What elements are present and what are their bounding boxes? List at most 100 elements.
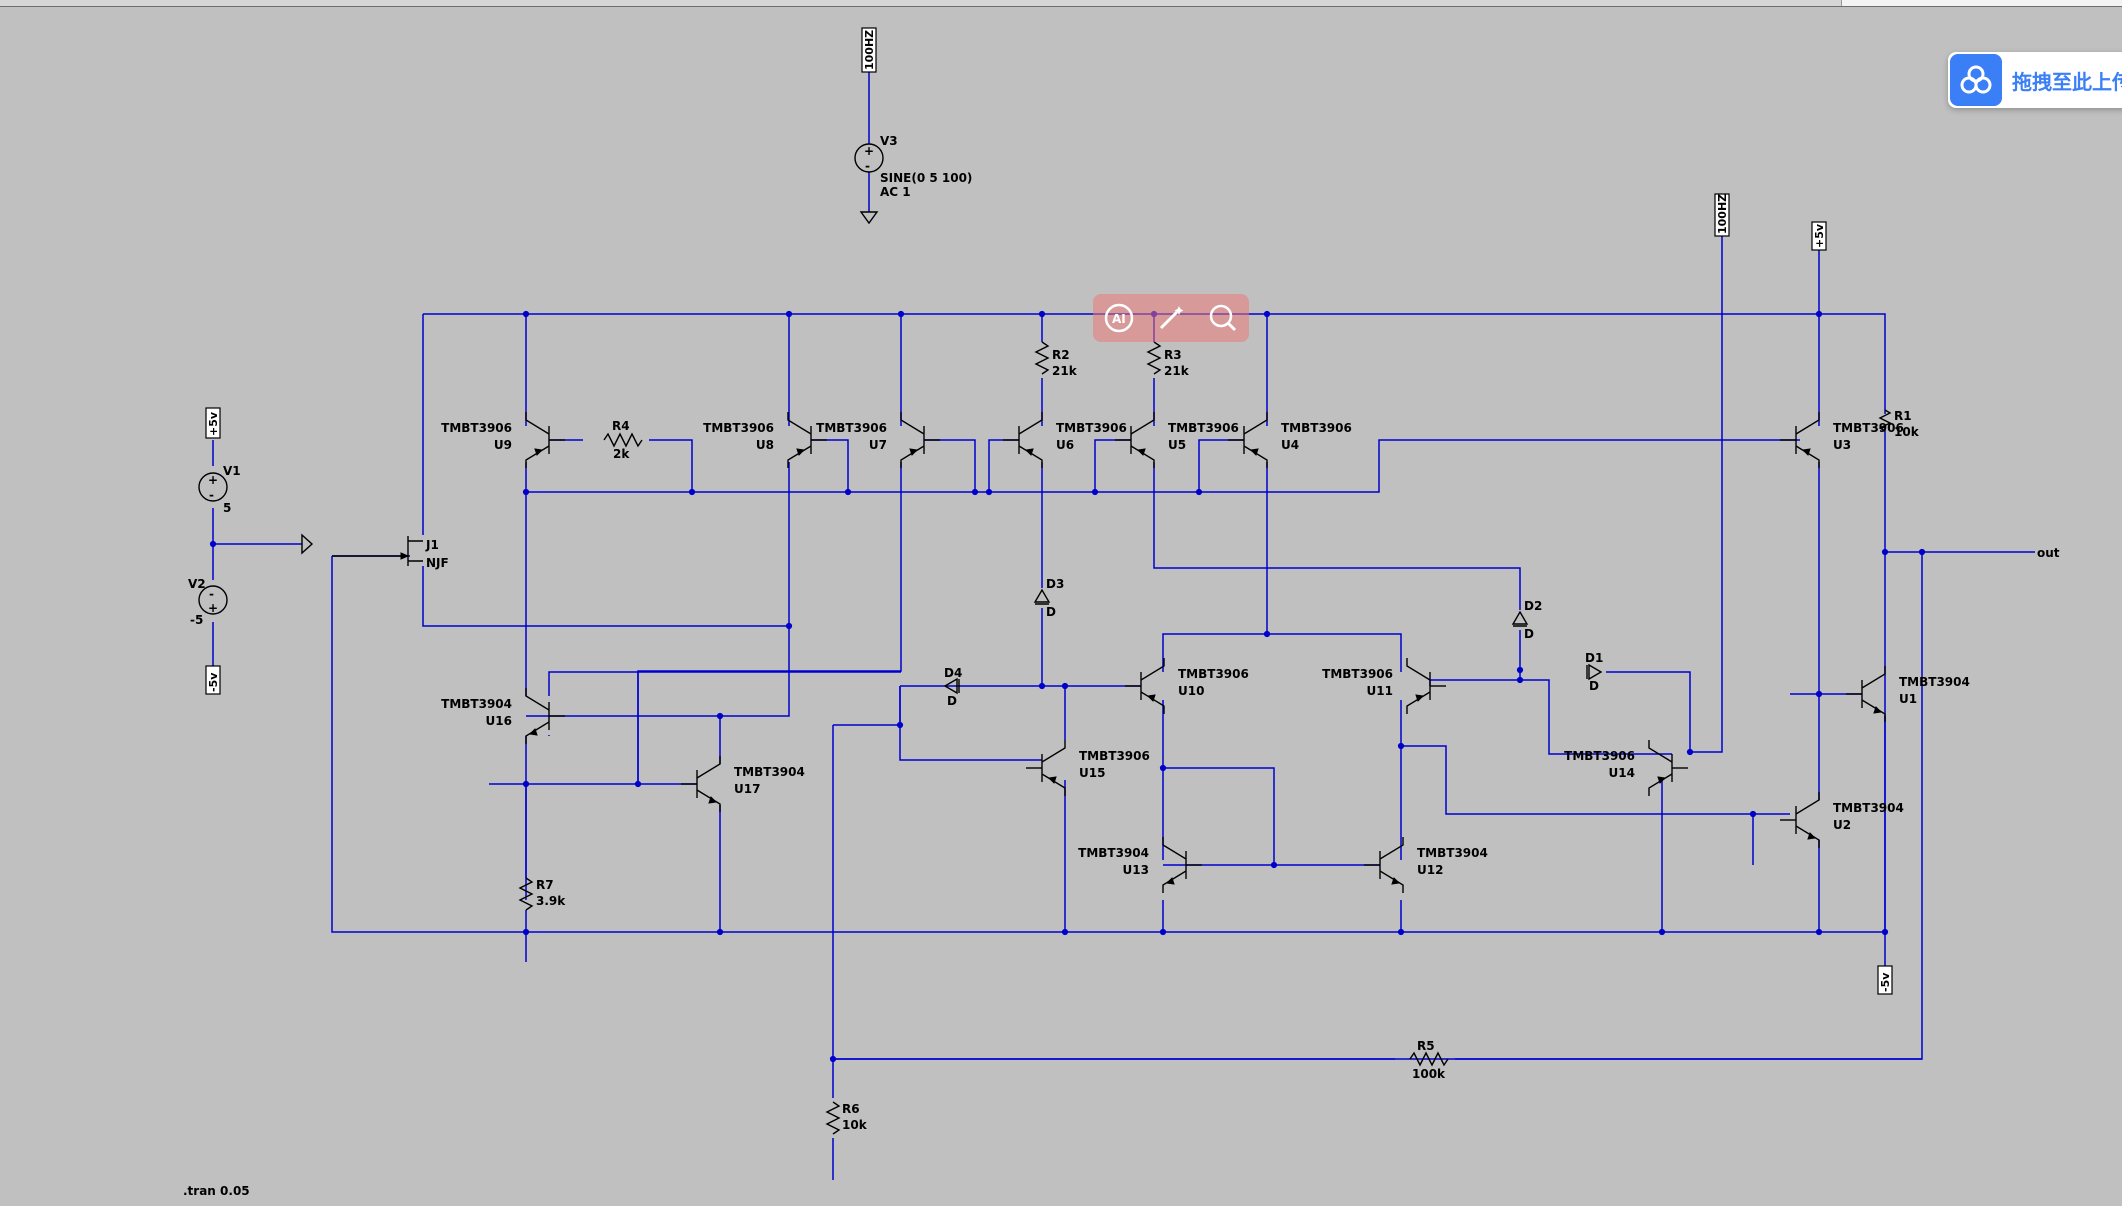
svg-text:D: D (1046, 605, 1056, 619)
svg-text:J1: J1 (425, 538, 439, 552)
svg-text:2k: 2k (613, 447, 630, 461)
upload-dropzone[interactable]: 拖拽至此上传 (1948, 52, 2122, 108)
upload-label: 拖拽至此上传 (2012, 69, 2122, 94)
u16-name: U16 (486, 714, 512, 728)
resistor-r3[interactable]: R3 21k (1146, 341, 1190, 378)
resistor-r2[interactable]: R2 21k (1034, 341, 1078, 378)
svg-text:D2: D2 (1524, 599, 1542, 613)
wires (212, 72, 2035, 1180)
voltage-source-v3[interactable]: + - V3 SINE(0 5 100) AC 1 (854, 134, 972, 225)
resistor-r1[interactable]: R1 10k (1878, 409, 1920, 439)
u7-model: TMBT3906 (816, 421, 887, 435)
svg-text:+5v: +5v (1813, 223, 1826, 248)
svg-text:-5v: -5v (207, 672, 220, 692)
u11-model: TMBT3906 (1322, 667, 1393, 681)
ground-icon (859, 211, 879, 225)
voltage-source-v1[interactable]: + - V1 5 (198, 464, 241, 515)
u12-model: TMBT3904 (1417, 846, 1488, 860)
u11-name: U11 (1367, 684, 1393, 698)
svg-text:100HZ: 100HZ (1716, 194, 1729, 234)
svg-text:100HZ: 100HZ (863, 30, 876, 70)
resistor-r5[interactable]: R5 100k (1409, 1039, 1449, 1081)
svg-text:-: - (209, 488, 214, 502)
diode-d1[interactable]: D1 D (1585, 651, 1603, 693)
net-flag-minus5-right[interactable]: -5v (1877, 965, 1893, 995)
u4-model: TMBT3906 (1281, 421, 1352, 435)
junction-dots (209, 310, 1926, 1063)
u4-name: U4 (1281, 438, 1299, 452)
resistor-r6[interactable]: R6 10k (825, 1101, 868, 1135)
net-flag-plus5-right[interactable]: +5v (1811, 221, 1827, 251)
search-icon[interactable] (1204, 299, 1242, 337)
svg-text:R2: R2 (1052, 348, 1070, 362)
u9-model: TMBT3906 (441, 421, 512, 435)
svg-text:+: + (864, 144, 874, 158)
resistor-r7[interactable]: R7 3.9k (518, 877, 566, 911)
u15-model: TMBT3906 (1079, 749, 1150, 763)
net-flag-100hz-top[interactable]: 100HZ (861, 27, 877, 73)
v2-value: -5 (190, 613, 203, 627)
v3-value1: SINE(0 5 100) (880, 171, 972, 185)
net-flag-100hz-right[interactable]: 100HZ (1714, 193, 1730, 237)
svg-text:21k: 21k (1164, 364, 1190, 378)
svg-text:R5: R5 (1417, 1039, 1435, 1053)
u10-model: TMBT3906 (1178, 667, 1249, 681)
window-top-bar-right (1841, 0, 2122, 6)
svg-text:21k: 21k (1052, 364, 1078, 378)
jfet-j1[interactable]: J1 NJF (332, 536, 449, 570)
ai-chat-icon[interactable]: AI (1100, 299, 1138, 337)
ai-floating-toolbar: AI (1093, 294, 1249, 342)
u1-name: U1 (1899, 692, 1917, 706)
svg-text:D: D (1524, 627, 1534, 641)
u14-name: U14 (1609, 766, 1635, 780)
diode-d2[interactable]: D2 D (1511, 599, 1542, 641)
svg-text:-: - (209, 587, 214, 601)
u15-name: U15 (1079, 766, 1105, 780)
u8-name: U8 (756, 438, 774, 452)
u16-model: TMBT3904 (441, 697, 512, 711)
voltage-source-v2[interactable]: - + V2 -5 (188, 577, 228, 627)
u2-model: TMBT3904 (1833, 801, 1904, 815)
svg-text:R7: R7 (536, 878, 554, 892)
u13-name: U13 (1123, 863, 1149, 877)
u1-model: TMBT3904 (1899, 675, 1970, 689)
v3-name: V3 (880, 134, 898, 148)
cloud-icon (1950, 54, 2002, 106)
net-label-out[interactable]: out (2037, 546, 2060, 560)
u10-name: U10 (1178, 684, 1204, 698)
svg-text:-: - (865, 159, 870, 173)
resistor-r4[interactable]: R4 2k (603, 419, 643, 461)
net-flag-minus5-left[interactable]: -5v (205, 665, 221, 695)
v1-name: V1 (223, 464, 241, 478)
svg-text:D: D (1589, 679, 1599, 693)
svg-text:D4: D4 (944, 666, 962, 680)
u5-name: U5 (1168, 438, 1186, 452)
diode-d3[interactable]: D3 D (1033, 577, 1064, 619)
diode-d4[interactable]: D4 D (943, 666, 962, 708)
svg-text:D: D (947, 694, 957, 708)
net-flag-plus5-left[interactable]: +5v (205, 407, 221, 439)
transistors: TMBT3906U9TMBT3906U8TMBT3906U7TMBT3906U6… (441, 412, 1970, 893)
spice-directive[interactable]: .tran 0.05 (183, 1184, 250, 1198)
u17-name: U17 (734, 782, 760, 796)
u6-name: U6 (1056, 438, 1074, 452)
magic-wand-icon[interactable] (1152, 299, 1190, 337)
